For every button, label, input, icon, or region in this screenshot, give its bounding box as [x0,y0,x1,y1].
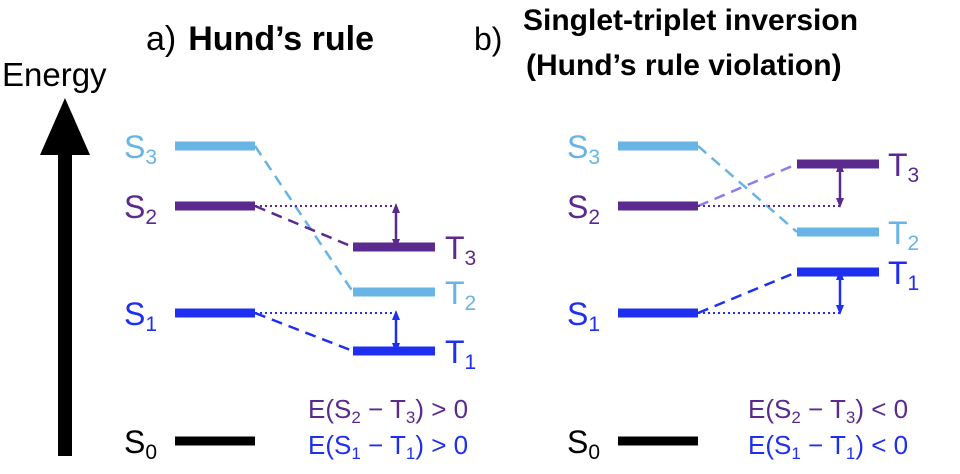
panel-b-title-line1: Singlet-triplet inversion [523,4,858,37]
s1-t1-connector [697,270,798,315]
t1-label: T1 [445,334,476,374]
t2-label: T2 [888,215,919,255]
t2-label: T2 [445,275,476,315]
panel-b-title-line2: (Hund’s rule violation) [526,49,842,82]
s3-label: S3 [567,129,600,169]
s2-t3-connector [697,162,798,208]
s2-label: S2 [567,189,600,229]
s2-t3-relation: E(S2 − T3) > 0 [308,394,468,427]
s3-label: S3 [124,129,157,169]
panel-a: a) Hund’s rule S3 S2 S1 S0 T3 T2 T1 E(S2 … [124,20,476,464]
s0-label: S0 [124,424,157,464]
t3-label: T3 [445,230,476,270]
s1-t1-relation: E(S1 − T1) < 0 [748,430,908,463]
s2-label: S2 [124,189,157,229]
s1-t1-connector [254,311,354,353]
panel-b-letter: b) [474,21,502,57]
s2-t3-connector [254,204,354,249]
energy-axis: Energy [2,56,107,456]
s1-t1-relation: E(S1 − T1) > 0 [308,430,468,463]
s3-t2-connector [253,145,355,293]
panel-a-letter: a) [146,20,176,58]
panel-a-title: a) Hund’s rule [146,20,374,58]
s1-label: S1 [124,296,157,336]
s1-label: S1 [567,296,600,336]
t1-label: T1 [888,255,919,295]
s2-t3-relation: E(S2 − T3) < 0 [748,394,908,427]
s3-t2-connector [697,145,798,233]
energy-axis-label: Energy [2,56,107,93]
energy-axis-shaft [58,140,72,456]
panel-b: b) Singlet-triplet inversion (Hund’s rul… [474,4,919,464]
up-arrow-icon [40,98,90,155]
t3-label: T3 [888,147,919,187]
panel-a-title-text: Hund’s rule [188,20,374,58]
s0-label: S0 [567,424,600,464]
